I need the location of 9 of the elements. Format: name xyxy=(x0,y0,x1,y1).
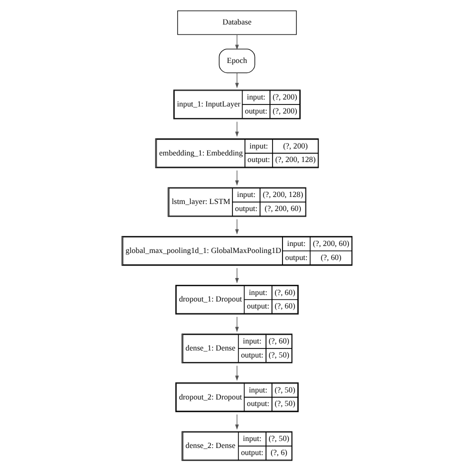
arrow xyxy=(235,72,239,88)
arrow xyxy=(235,170,239,186)
arrow xyxy=(235,121,239,137)
arrow xyxy=(235,268,239,284)
arrow xyxy=(235,316,239,332)
arrow xyxy=(235,218,239,234)
arrow xyxy=(235,34,239,50)
arrow xyxy=(235,414,239,430)
arrow xyxy=(235,365,239,381)
